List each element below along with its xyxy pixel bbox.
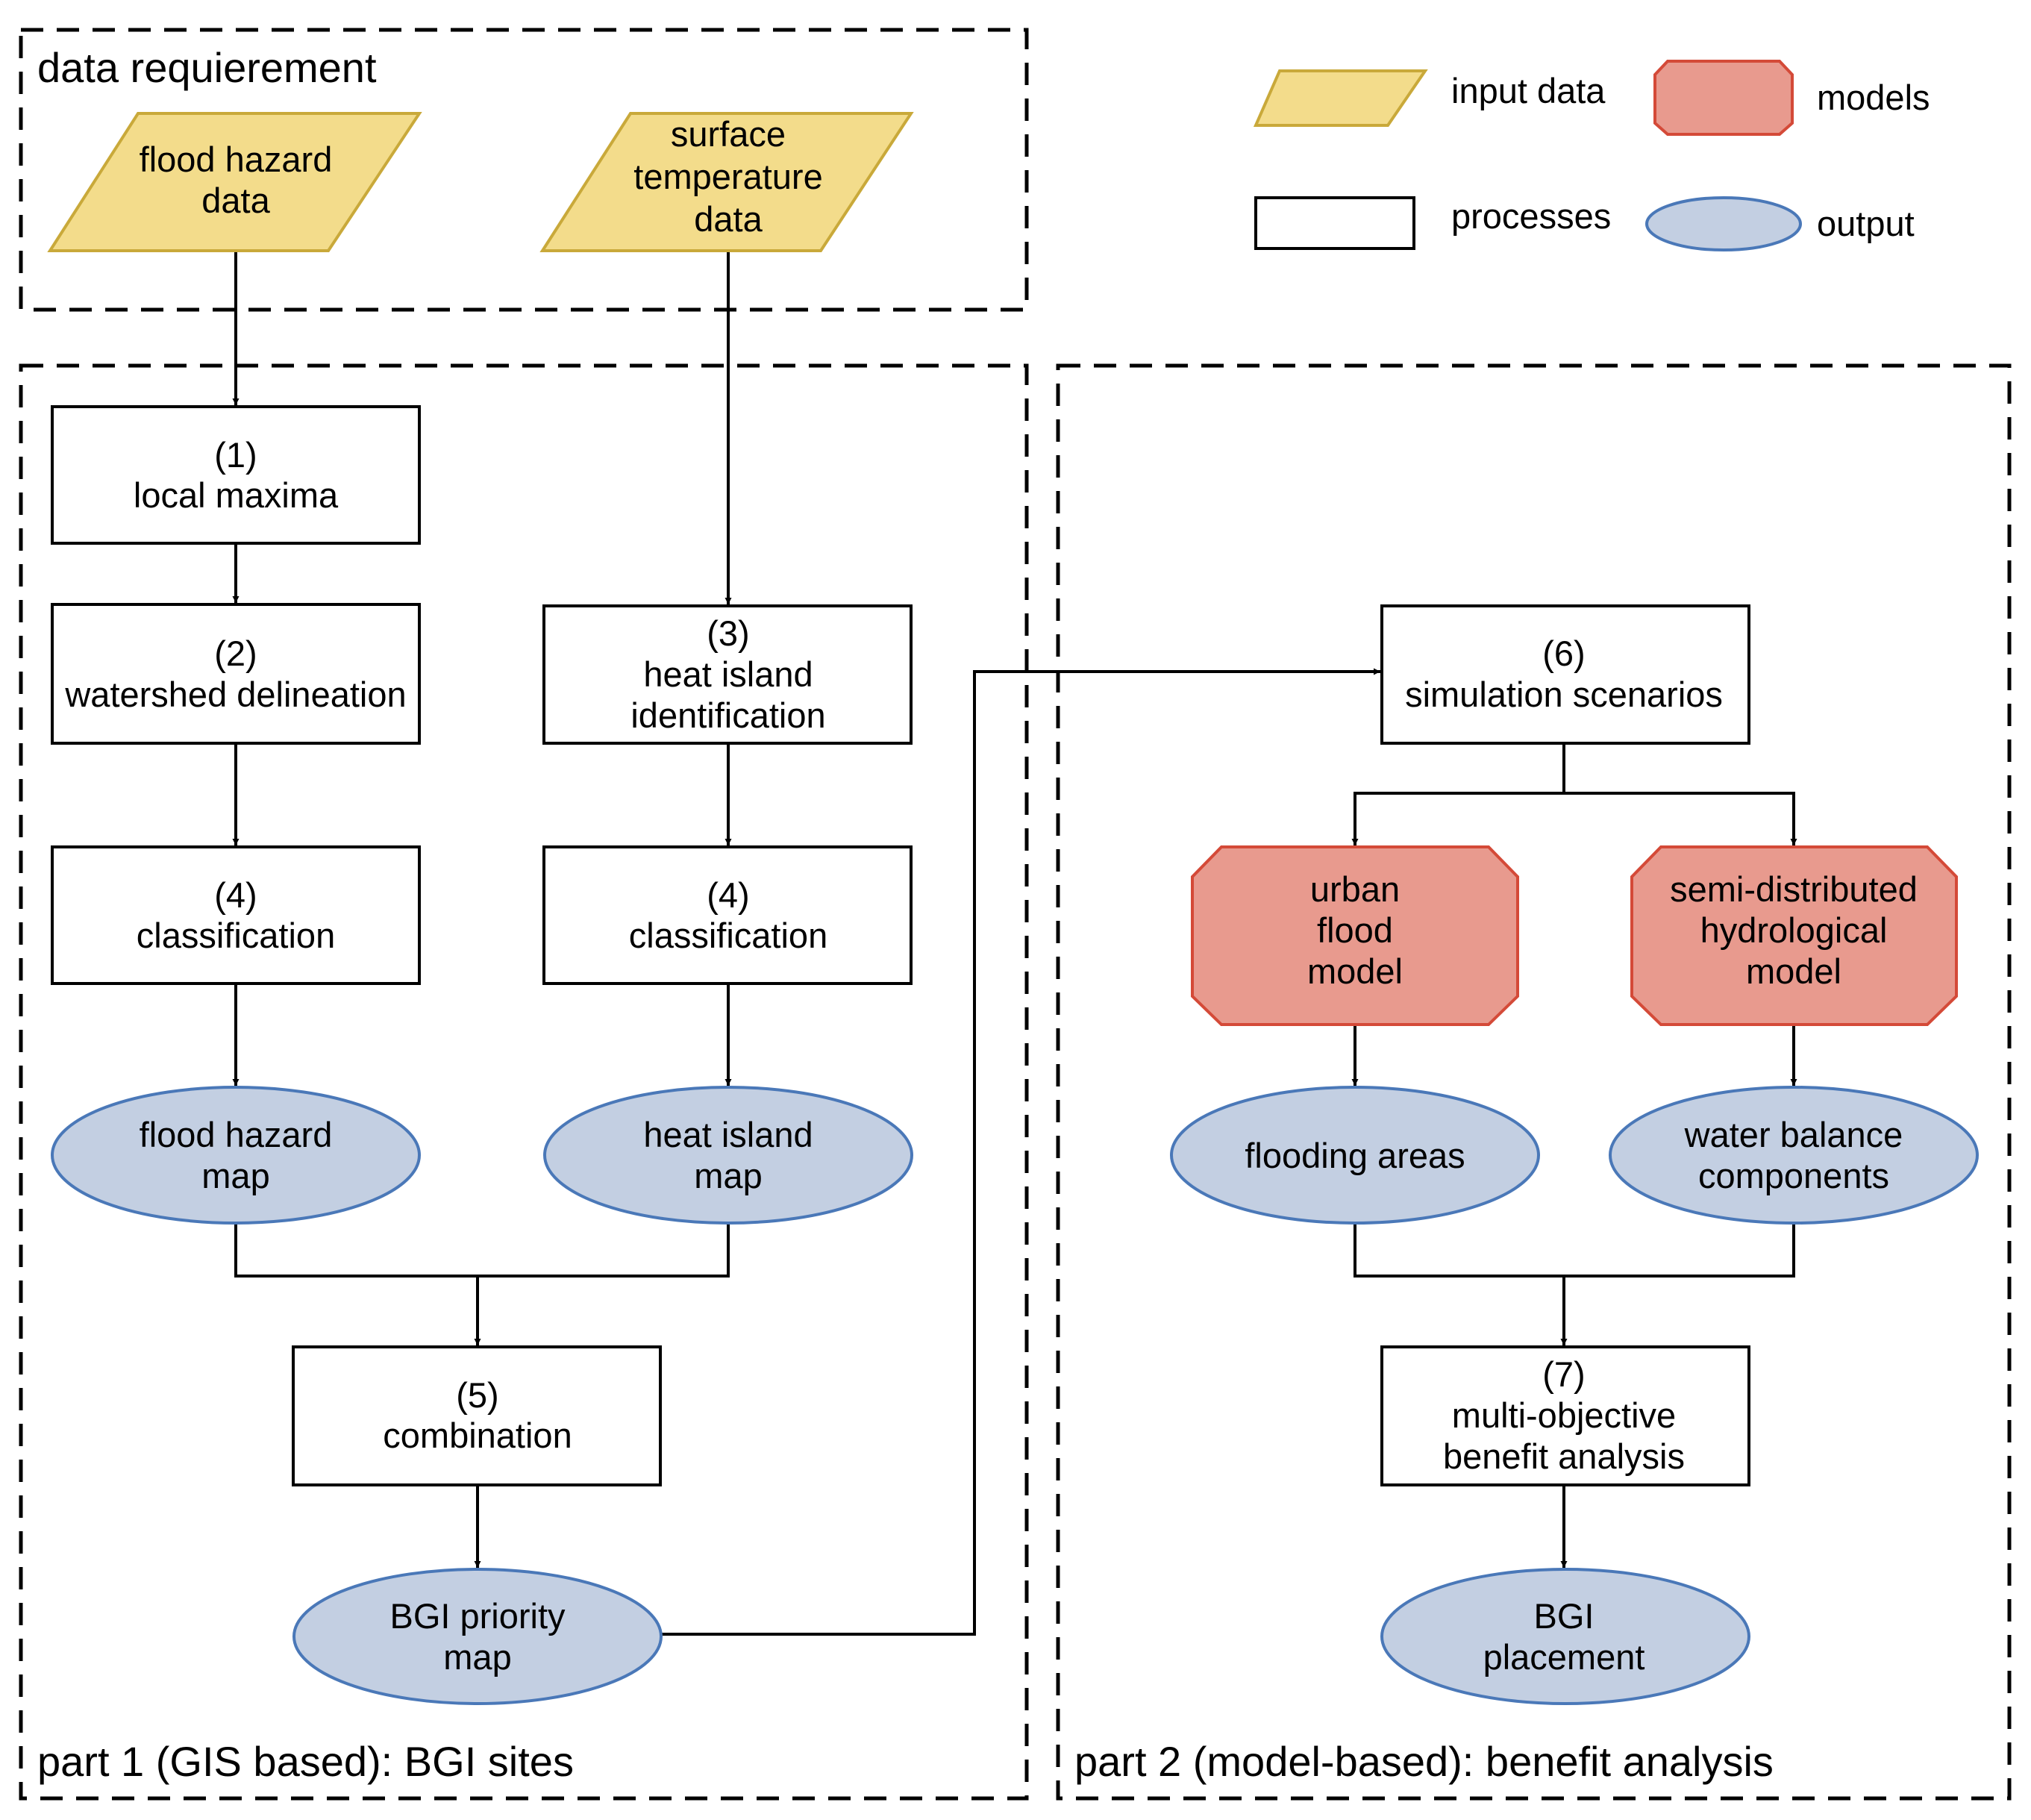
node-label-line: classification [629, 916, 827, 955]
legend: input data models processes output [1253, 60, 1930, 251]
group-data-requirement: data requierement [19, 28, 1029, 312]
model-urban-flood [1191, 845, 1519, 1026]
node-label-line: watershed delineation [64, 675, 406, 714]
node-label-line: map [443, 1637, 511, 1677]
node-label-line: temperature [633, 157, 822, 196]
label-process-4b: (4)classification [629, 875, 827, 955]
node-label-line: water balance [1684, 1115, 1903, 1154]
node-label-line: flood hazard [140, 140, 333, 179]
label-output-flooding-areas: flooding areas [1245, 1136, 1465, 1175]
node-label-line: semi-distributed [1670, 869, 1918, 909]
node-label-line: identification [630, 695, 825, 735]
label-process-6: (6)simulation scenarios [1405, 634, 1723, 714]
legend-processes-label: processes [1451, 196, 1611, 236]
node-label-line: (6) [1542, 634, 1585, 673]
node-label-line: BGI priority [389, 1596, 566, 1636]
legend-models-label: models [1817, 78, 1930, 117]
process-3 [542, 604, 913, 745]
output-flooding-areas [1170, 1086, 1540, 1225]
process-6 [1380, 604, 1750, 745]
node-label-line: (1) [214, 435, 257, 475]
node-label-line: BGI [1534, 1596, 1595, 1636]
node-label-line: urban [1310, 869, 1400, 909]
node-label-line: local maxima [134, 475, 339, 515]
legend-input-swatch [1253, 69, 1428, 127]
connector-p6-split [1354, 743, 1795, 845]
group-part2-label: part 2 (model-based): benefit analysis [1074, 1738, 1774, 1785]
group-part1-label: part 1 (GIS based): BGI sites [37, 1738, 574, 1785]
legend-processes-swatch [1254, 196, 1415, 250]
label-process-5: (5)combination [383, 1375, 572, 1455]
process-4a [51, 845, 421, 985]
node-label-line: simulation scenarios [1405, 675, 1723, 714]
input-flood-hazard-data [47, 112, 422, 252]
process-1 [51, 405, 421, 545]
node-label-line: multi-objective [1452, 1395, 1676, 1435]
output-bgi-placement [1380, 1568, 1750, 1705]
node-label-line: data [694, 199, 763, 239]
output-bgi-priority-map [292, 1568, 663, 1705]
group-part1: part 1 (GIS based): BGI sites [19, 363, 1029, 1801]
process-2 [51, 603, 421, 745]
shapes [47, 112, 1979, 1705]
legend-output-label: output [1817, 204, 1915, 243]
node-label-line: model [1307, 951, 1403, 991]
connector-maps-to-p5 [234, 1224, 730, 1278]
process-4b [542, 845, 913, 985]
node-label-line: classification [137, 916, 335, 955]
output-heat-island-map [543, 1086, 913, 1225]
node-label-line: (4) [214, 875, 257, 915]
node-label-line: surface [671, 114, 786, 154]
node-label-line: (2) [214, 634, 257, 673]
process-7 [1380, 1345, 1750, 1486]
legend-models-swatch [1653, 60, 1794, 136]
node-label-line: flood [1317, 910, 1393, 950]
node-label-line: placement [1483, 1637, 1645, 1677]
arrow-bgi-map-to-p6 [660, 668, 1380, 1636]
node-label-line: components [1698, 1156, 1889, 1195]
node-label-line: model [1746, 951, 1841, 991]
label-process-4a: (4)classification [137, 875, 335, 955]
node-label-line: flooding areas [1245, 1136, 1465, 1175]
group-data-requirement-label: data requierement [37, 44, 377, 91]
process-5 [292, 1345, 662, 1486]
node-label-line: flood hazard [140, 1115, 333, 1154]
connectors [232, 251, 1797, 1636]
output-flood-hazard-map [51, 1086, 421, 1225]
node-label-line: map [694, 1156, 762, 1195]
node-label-line: (4) [707, 875, 749, 915]
model-semi-distributed [1630, 845, 1958, 1026]
node-label-line: (3) [707, 613, 749, 653]
connector-outputs-to-p7 [1354, 1224, 1795, 1278]
node-label-line: (7) [1542, 1354, 1585, 1394]
node-label-line: heat island [643, 1115, 813, 1154]
node-label-line: map [201, 1156, 269, 1195]
node-label-line: hydrological [1700, 910, 1888, 950]
node-label-line: benefit analysis [1443, 1436, 1685, 1476]
label-process-2: (2)watershed delineation [64, 634, 406, 714]
input-surface-temperature-data [539, 112, 914, 252]
output-water-balance [1609, 1086, 1979, 1225]
legend-input-label: input data [1451, 71, 1606, 110]
node-label-line: combination [383, 1416, 572, 1455]
node-label-line: data [201, 181, 270, 220]
node-label-line: (5) [456, 1375, 498, 1415]
node-label-line: heat island [643, 654, 813, 694]
legend-output-swatch [1645, 196, 1802, 251]
label-process-1: (1)local maxima [134, 435, 339, 515]
group-part2: part 2 (model-based): benefit analysis [1056, 363, 2012, 1801]
